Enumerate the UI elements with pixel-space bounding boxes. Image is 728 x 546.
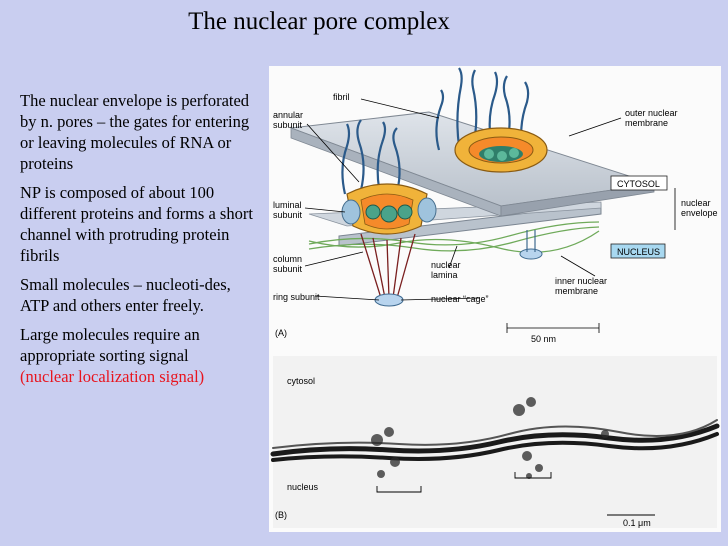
label-lamina-1: nuclear (431, 260, 461, 270)
panel-a-letter: (A) (275, 328, 287, 338)
nuclear-pore-front (341, 183, 437, 235)
label-envelope-2: envelope (681, 208, 718, 218)
label-ring-subunit: ring subunit (273, 292, 320, 302)
label-cytosol-b: cytosol (287, 376, 315, 386)
panel-a-illustration: fibril annular subunit luminal subunit c… (273, 67, 718, 344)
nuclear-pore-figure: fibril annular subunit luminal subunit c… (269, 66, 721, 532)
sorting-signal-text: Large molecules require an appropriate s… (20, 325, 200, 365)
inner-membrane-sheet (338, 203, 602, 247)
ring-subunit (374, 293, 404, 307)
nuclear-pore-back (454, 127, 548, 173)
label-outer-membrane-1: outer nuclear (625, 108, 678, 118)
nuclear-lamina-mesh (308, 221, 600, 253)
panel-b-micrograph: cytosol nucleus (B) 0.1 μm (270, 356, 720, 528)
paragraph-large-molecules: Large molecules require an appropriate s… (20, 324, 258, 387)
label-envelope-1: nuclear (681, 198, 711, 208)
label-inner-membrane-2: membrane (555, 286, 598, 296)
label-outer-membrane-2: membrane (625, 118, 668, 128)
label-column-1: column (273, 254, 302, 264)
label-annular-1: annular (273, 110, 303, 120)
paragraph-envelope: The nuclear envelope is perforated by n.… (20, 91, 250, 173)
label-column-2: subunit (273, 264, 303, 274)
label-leaders (304, 98, 622, 333)
label-fibril: fibril (333, 92, 350, 102)
label-nucleus-b: nucleus (287, 482, 319, 492)
page-title: The nuclear pore complex (188, 8, 450, 35)
nls-text: (nuclear localization signal) (20, 367, 205, 386)
label-inner-membrane-1: inner nuclear (555, 276, 607, 286)
label-luminal-1: luminal (273, 200, 302, 210)
nuclear-cage (360, 233, 416, 299)
label-luminal-2: subunit (273, 210, 303, 220)
label-cage: nuclear “cage” (431, 294, 489, 304)
label-scale-a: 50 nm (531, 334, 556, 344)
label-annular-2: subunit (273, 120, 303, 130)
label-cytosol: CYTOSOL (617, 179, 660, 189)
figure-svg: fibril annular subunit luminal subunit c… (270, 67, 720, 528)
label-scale-b: 0.1 μm (623, 518, 651, 528)
panel-b-letter: (B) (275, 510, 287, 520)
label-lamina-2: lamina (431, 270, 458, 280)
label-nucleus: NUCLEUS (617, 247, 660, 257)
cytoplasmic-fibrils (341, 67, 530, 195)
paragraph-composition: NP is composed of about 100 different pr… (20, 183, 253, 265)
paragraph-small-molecules: Small molecules – nucleoti-des, ATP and … (20, 275, 231, 315)
description-text: The nuclear envelope is perforated by n.… (20, 90, 258, 387)
